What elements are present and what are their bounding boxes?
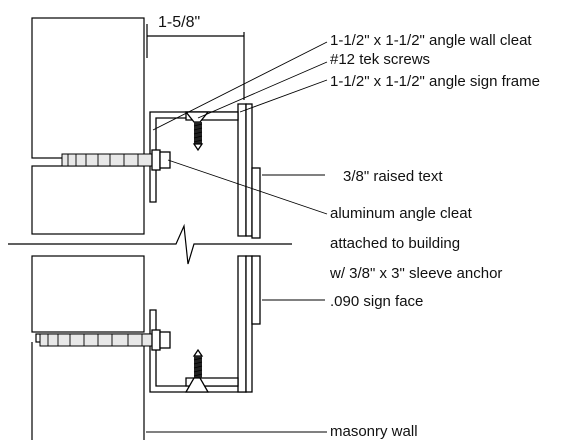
label-wall-cleat: 1-1/2" x 1-1/2" angle wall cleat xyxy=(330,32,532,49)
upper-sleeve-anchor xyxy=(61,149,171,171)
label-angle-cleat-line2: attached to building xyxy=(330,235,460,252)
label-tek-screws: #12 tek screws xyxy=(330,51,430,68)
lower-tek-screw xyxy=(184,348,210,393)
dimension-label: 1-5/8" xyxy=(158,14,200,31)
label-angle-cleat-line3: w/ 3/8" x 3" sleeve anchor xyxy=(329,265,502,282)
upper-sign-face xyxy=(245,103,261,239)
upper-tek-screw xyxy=(184,111,210,152)
label-sign-face: .090 sign face xyxy=(330,293,423,310)
dimension-marker: 1-5/8" xyxy=(146,14,245,100)
label-sign-frame: 1-1/2" x 1-1/2" angle sign frame xyxy=(330,73,540,90)
break-line xyxy=(8,223,292,265)
label-angle-cleat-line1: aluminum angle cleat xyxy=(330,205,473,222)
lower-sleeve-anchor xyxy=(39,329,171,351)
leader-lines xyxy=(146,41,328,433)
label-raised-text: 3/8" raised text xyxy=(343,168,443,185)
callout-labels: 1-1/2" x 1-1/2" angle wall cleat #12 tek… xyxy=(329,32,540,440)
label-masonry-wall: masonry wall xyxy=(330,423,418,440)
lower-sign-face xyxy=(245,255,261,393)
masonry-wall xyxy=(31,17,157,440)
